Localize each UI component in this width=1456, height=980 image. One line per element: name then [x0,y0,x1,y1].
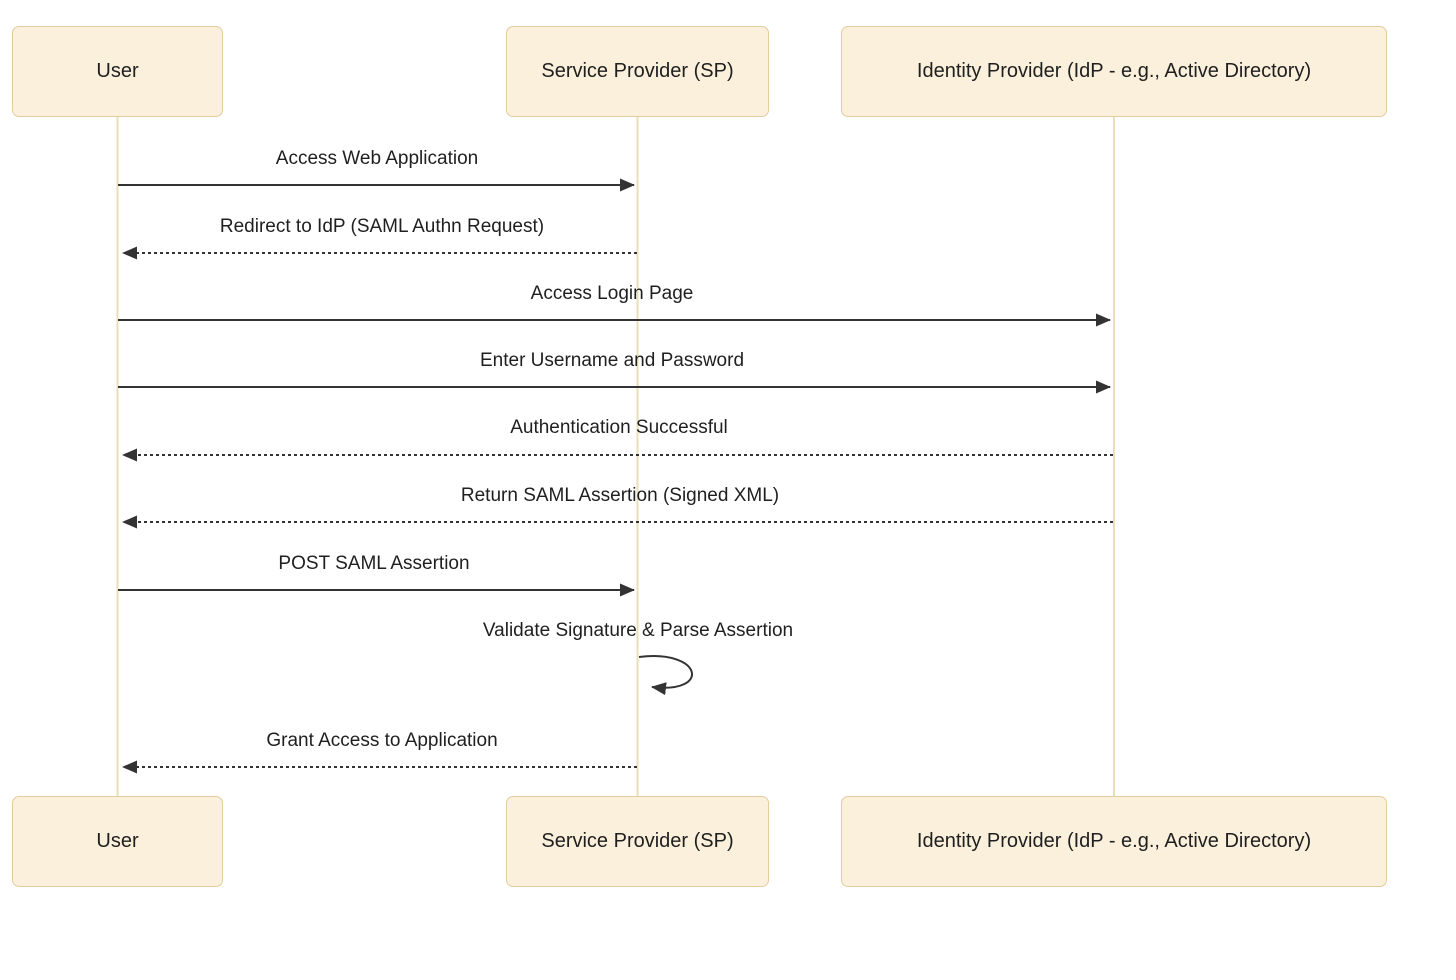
actor-box-user-top: User [12,26,223,117]
actor-box-user-bottom: User [12,796,223,887]
message-label: Validate Signature & Parse Assertion [482,620,794,641]
message-label: Return SAML Assertion (Signed XML) [460,485,780,506]
actor-box-service-provider-bottom: Service Provider (SP) [506,796,769,887]
actor-box-service-provider-top: Service Provider (SP) [506,26,769,117]
actor-box-identity-provider-bottom: Identity Provider (IdP - e.g., Active Di… [841,796,1387,887]
actor-label: Service Provider (SP) [541,60,734,82]
message-label: Redirect to IdP (SAML Authn Request) [219,216,545,237]
actor-label: User [96,830,139,852]
actor-label: Identity Provider (IdP - e.g., Active Di… [916,60,1312,82]
message-label: Enter Username and Password [479,350,745,371]
self-loop-arrow [638,655,693,696]
message-label: Authentication Successful [510,417,728,438]
actor-label: User [96,60,139,82]
message-label: Access Web Application [275,148,479,169]
actor-label: Identity Provider (IdP - e.g., Active Di… [916,830,1312,852]
actor-label: Service Provider (SP) [541,830,734,852]
actor-box-identity-provider-top: Identity Provider (IdP - e.g., Active Di… [841,26,1387,117]
message-label: Grant Access to Application [266,730,498,751]
message-label: POST SAML Assertion [278,553,470,574]
message-label: Access Login Page [530,283,694,304]
